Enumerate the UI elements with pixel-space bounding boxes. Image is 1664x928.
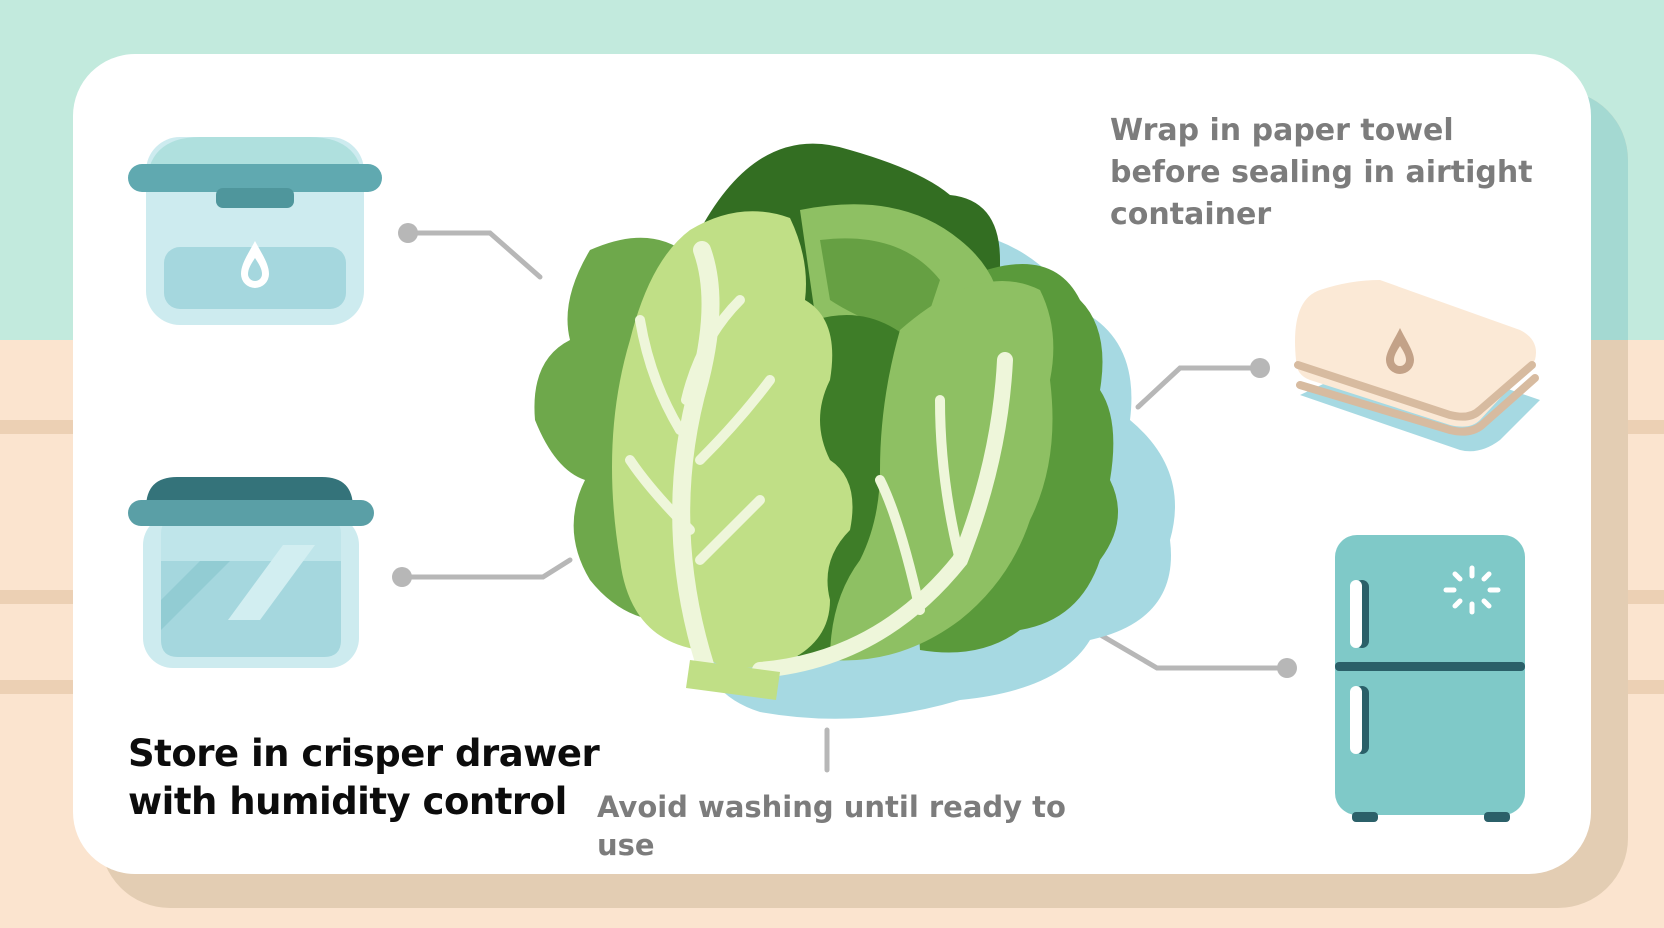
refrigerator-icon	[1335, 535, 1525, 822]
lettuce-icon	[534, 143, 1175, 719]
connector-dots	[392, 223, 1297, 678]
tip-store-crisper-drawer: Store in crisper drawer with humidity co…	[128, 732, 600, 823]
cold-sparkle-icon	[1443, 565, 1501, 615]
tip-wrap-paper-towel: Wrap in paper towel before sealing in ai…	[1110, 113, 1533, 232]
paper-towel-icon	[1294, 280, 1540, 452]
glass-container-icon	[128, 477, 374, 668]
tip-avoid-washing: Avoid washing until ready to use	[597, 790, 1066, 862]
airtight-container-icon	[128, 137, 382, 325]
